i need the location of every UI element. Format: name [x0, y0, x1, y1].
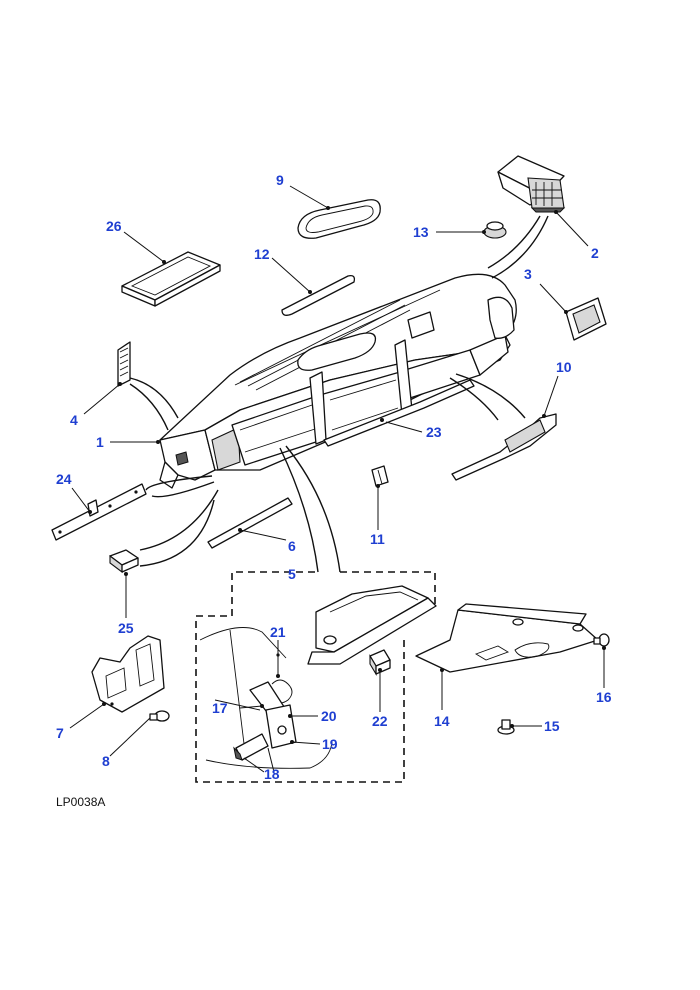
leader-lines [69, 185, 606, 773]
callout-25: 25 [118, 620, 134, 636]
callout-20: 20 [321, 708, 337, 724]
part-26-panel [121, 251, 221, 307]
callout-9: 9 [276, 172, 284, 188]
part-5-detail-box [195, 571, 436, 783]
callout-18: 18 [264, 766, 280, 782]
part-25-switch [109, 549, 139, 574]
part-2-air-duct [497, 155, 566, 213]
part-7-mount-bracket [91, 635, 165, 713]
part-15-clip [497, 719, 515, 735]
part-6-seal-strip [207, 497, 293, 549]
callout-5: 5 [288, 566, 296, 582]
part-16-fastener [593, 633, 610, 647]
callout-2: 2 [591, 245, 599, 261]
diagram-reference: LP0038A [56, 795, 105, 809]
callout-6: 6 [288, 538, 296, 554]
detail-interior [199, 627, 333, 769]
callout-24: 24 [56, 471, 72, 487]
part-11-clip [371, 465, 389, 487]
callout-10: 10 [556, 359, 572, 375]
connection-curves [129, 215, 549, 573]
callout-3: 3 [524, 266, 532, 282]
callout-23: 23 [426, 424, 442, 440]
part-8-screw [149, 710, 170, 722]
callout-26: 26 [106, 218, 122, 234]
callout-7: 7 [56, 725, 64, 741]
callout-13: 13 [413, 224, 429, 240]
callout-22: 22 [372, 713, 388, 729]
part-24-bracket [51, 483, 147, 541]
callout-4: 4 [70, 412, 78, 428]
callout-14: 14 [434, 713, 450, 729]
callout-15: 15 [544, 718, 560, 734]
callout-16: 16 [596, 689, 612, 705]
part-14-under-panel [415, 603, 599, 673]
part-5-glovebox [307, 585, 437, 665]
callout-1: 1 [96, 434, 104, 450]
part-13-grommet [483, 221, 507, 239]
part-4-side-vent [117, 341, 131, 387]
callout-8: 8 [102, 753, 110, 769]
callout-21: 21 [270, 624, 286, 640]
part-12-strip [281, 274, 356, 316]
callout-17: 17 [212, 700, 228, 716]
callout-11: 11 [370, 531, 385, 547]
part-1-dashboard [159, 273, 517, 489]
part-9-trim-ring [297, 199, 381, 239]
callout-12: 12 [254, 246, 270, 262]
part-22-latch [369, 649, 391, 676]
callout-labels: 1 2 3 4 5 6 7 8 9 10 11 12 13 14 15 16 1… [56, 172, 612, 809]
part-3-vent-frame [565, 297, 607, 341]
callout-19: 19 [322, 736, 338, 752]
part-10-moulding [451, 413, 557, 481]
